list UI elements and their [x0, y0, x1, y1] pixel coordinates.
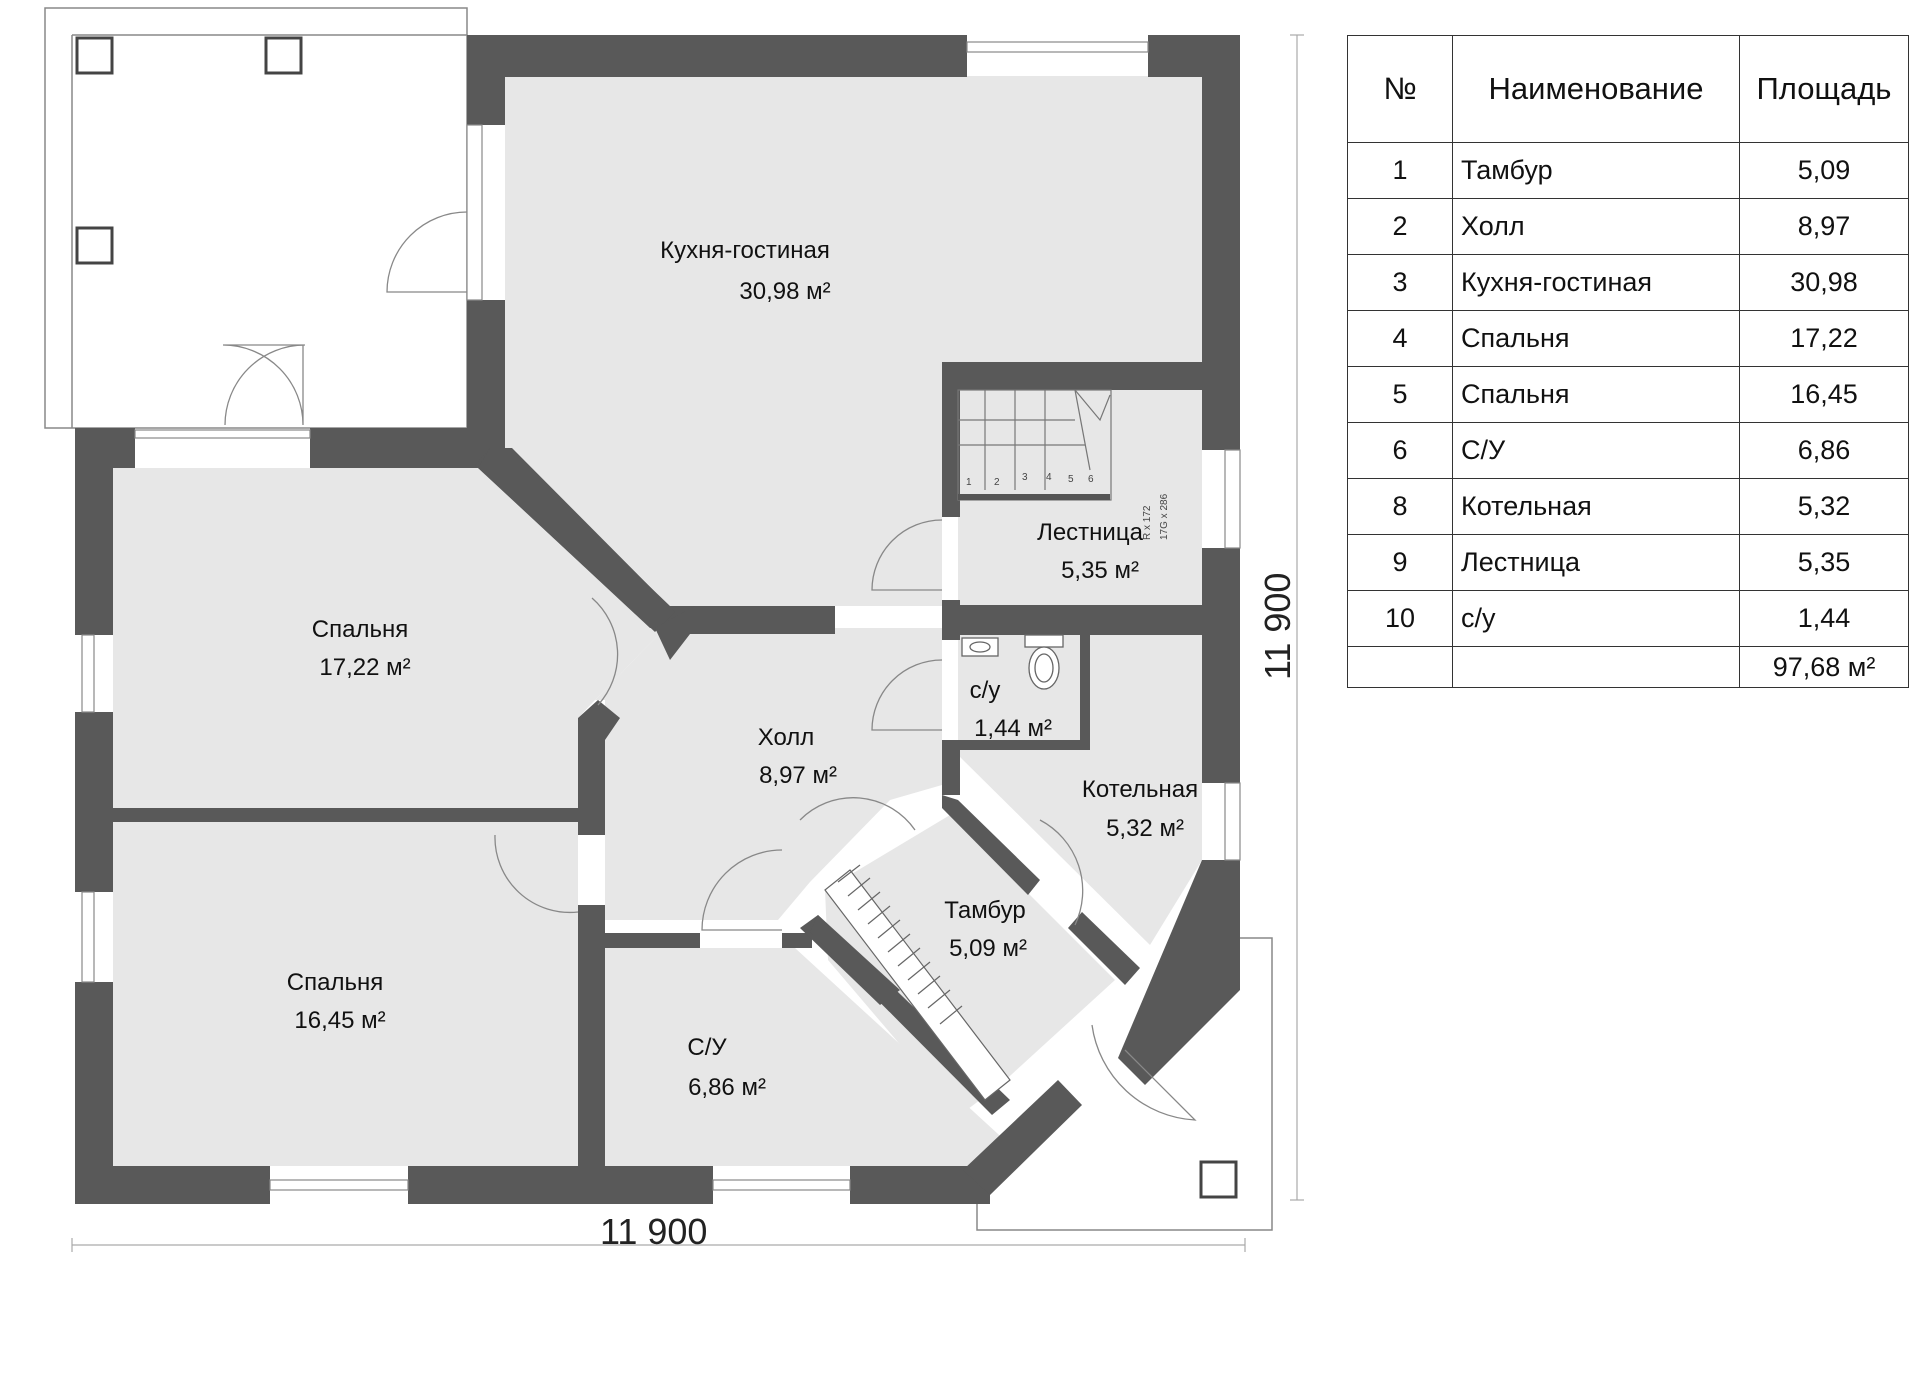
table-row: 10 с/у 1,44	[1347, 590, 1909, 647]
row-area: 16,45	[1739, 366, 1909, 423]
table-row: 1 Тамбур 5,09	[1347, 142, 1909, 199]
row-area: 30,98	[1739, 254, 1909, 311]
room-name: Кухня-гостиная	[660, 237, 830, 264]
terrace	[44, 7, 468, 429]
header-area: Площадь	[1739, 35, 1909, 143]
room-area: 1,44 м²	[974, 715, 1052, 742]
table-row: 8 Котельная 5,32	[1347, 478, 1909, 535]
walls	[75, 35, 1240, 1204]
row-name: Холл	[1452, 198, 1740, 255]
row-name: Спальня	[1452, 366, 1740, 423]
table-row: 2 Холл 8,97	[1347, 198, 1909, 255]
room-name: Тамбур	[944, 897, 1025, 924]
floor-areas	[113, 76, 1202, 1166]
header-name: Наименование	[1452, 35, 1740, 143]
column-post	[75, 36, 303, 265]
row-name: Лестница	[1452, 534, 1740, 591]
dimension-vertical	[1290, 34, 1304, 1201]
room-name: С/У	[687, 1034, 727, 1061]
toilet-fixture	[1024, 634, 1064, 690]
room-name: с/у	[970, 677, 1001, 704]
svg-text:1: 1	[966, 477, 972, 488]
row-name: Спальня	[1452, 310, 1740, 367]
svg-text:6: 6	[1088, 474, 1094, 485]
stair-notes: R x 172 17G x 286	[1142, 493, 1170, 540]
row-area: 8,97	[1739, 198, 1909, 255]
room-name: Спальня	[312, 616, 408, 643]
row-area: 5,35	[1739, 534, 1909, 591]
table-header-row: № Наименование Площадь	[1347, 35, 1909, 143]
row-num: 8	[1347, 478, 1453, 535]
area-table: № Наименование Площадь 1 Тамбур 5,09 2 Х…	[1347, 35, 1909, 688]
room-name: Котельная	[1082, 776, 1198, 803]
row-name: Кухня-гостиная	[1452, 254, 1740, 311]
total-area: 97,68 м²	[1739, 646, 1909, 688]
table-row: 4 Спальня 17,22	[1347, 310, 1909, 367]
dimension-horizontal-label: 11 900	[600, 1211, 707, 1252]
porch	[976, 937, 1273, 1231]
stair-step-numbers: 1 2 3 4 5 6	[966, 472, 1094, 488]
row-name: С/У	[1452, 422, 1740, 479]
room-area: 8,97 м²	[759, 762, 837, 789]
row-num: 2	[1347, 198, 1453, 255]
svg-text:5: 5	[1068, 474, 1074, 485]
room-area: 5,32 м²	[1106, 815, 1184, 842]
table-row: 5 Спальня 16,45	[1347, 366, 1909, 423]
row-num: 3	[1347, 254, 1453, 311]
total-empty-name	[1452, 646, 1740, 688]
room-area: 5,35 м²	[1061, 557, 1139, 584]
staircase	[957, 389, 1112, 501]
row-name: с/у	[1452, 590, 1740, 647]
room-name: Холл	[758, 724, 815, 751]
table-row: 3 Кухня-гостиная 30,98	[1347, 254, 1909, 311]
row-area: 5,32	[1739, 478, 1909, 535]
row-num: 4	[1347, 310, 1453, 367]
svg-text:R x 172: R x 172	[1142, 505, 1153, 540]
room-area: 30,98 м²	[739, 278, 830, 305]
row-name: Котельная	[1452, 478, 1740, 535]
dimension-vertical-label: 11 900	[1257, 573, 1298, 680]
room-name: Спальня	[287, 969, 383, 996]
room-area: 16,45 м²	[294, 1007, 385, 1034]
row-area: 5,09	[1739, 142, 1909, 199]
row-name: Тамбур	[1452, 142, 1740, 199]
row-num: 9	[1347, 534, 1453, 591]
room-labels: Кухня-гостиная 30,98 м² Лестница 5,35 м²…	[287, 237, 1198, 1101]
room-area: 5,09 м²	[949, 935, 1027, 962]
svg-text:4: 4	[1046, 472, 1052, 483]
row-num: 6	[1347, 422, 1453, 479]
room-area: 6,86 м²	[688, 1074, 766, 1101]
windows	[81, 41, 1241, 1191]
row-num: 5	[1347, 366, 1453, 423]
room-area: 17,22 м²	[319, 654, 410, 681]
svg-text:3: 3	[1022, 472, 1028, 483]
total-empty-num	[1347, 646, 1453, 688]
sink-fixture	[961, 637, 999, 657]
table-row: 9 Лестница 5,35	[1347, 534, 1909, 591]
table-total-row: 97,68 м²	[1347, 646, 1909, 688]
row-area: 6,86	[1739, 422, 1909, 479]
svg-text:2: 2	[994, 477, 1000, 488]
row-num: 10	[1347, 590, 1453, 647]
table-row: 6 С/У 6,86	[1347, 422, 1909, 479]
row-area: 17,22	[1739, 310, 1909, 367]
room-name: Лестница	[1037, 519, 1143, 546]
entry-steps	[824, 864, 1011, 1101]
doors	[222, 211, 1197, 1121]
row-num: 1	[1347, 142, 1453, 199]
header-num: №	[1347, 35, 1453, 143]
svg-text:17G x 286: 17G x 286	[1159, 493, 1170, 540]
dimension-horizontal	[71, 1238, 1246, 1252]
row-area: 1,44	[1739, 590, 1909, 647]
